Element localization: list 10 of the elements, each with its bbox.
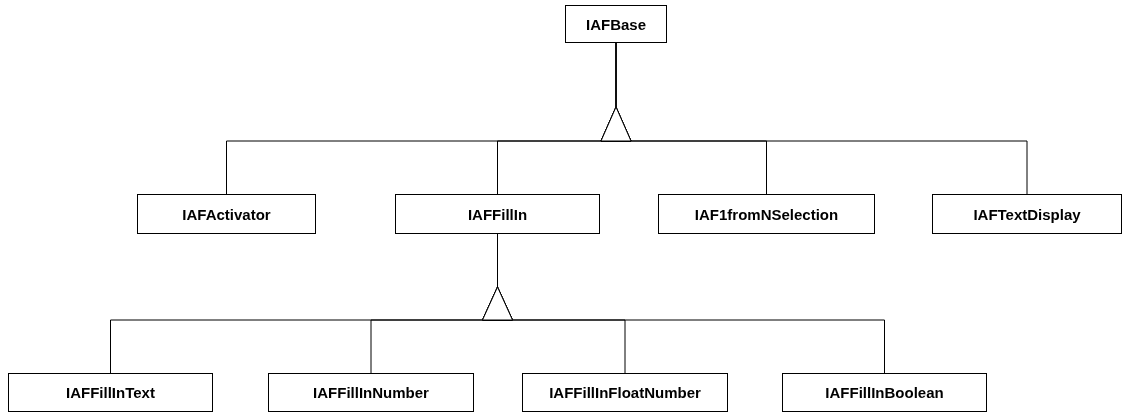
class-box: IAFFillInNumber: [268, 373, 474, 412]
class-box: IAF1fromNSelection: [658, 194, 875, 234]
class-box: IAFFillInFloatNumber: [522, 373, 728, 412]
class-box: IAFActivator: [137, 194, 316, 234]
generalization-arrow: [600, 42, 1028, 195]
class-box: IAFFillIn: [395, 194, 600, 234]
class-box: IAFFillInBoolean: [782, 373, 987, 412]
class-box: IAFTextDisplay: [932, 194, 1122, 234]
class-box: IAFBase: [565, 5, 667, 43]
class-box: IAFFillInText: [8, 373, 213, 412]
